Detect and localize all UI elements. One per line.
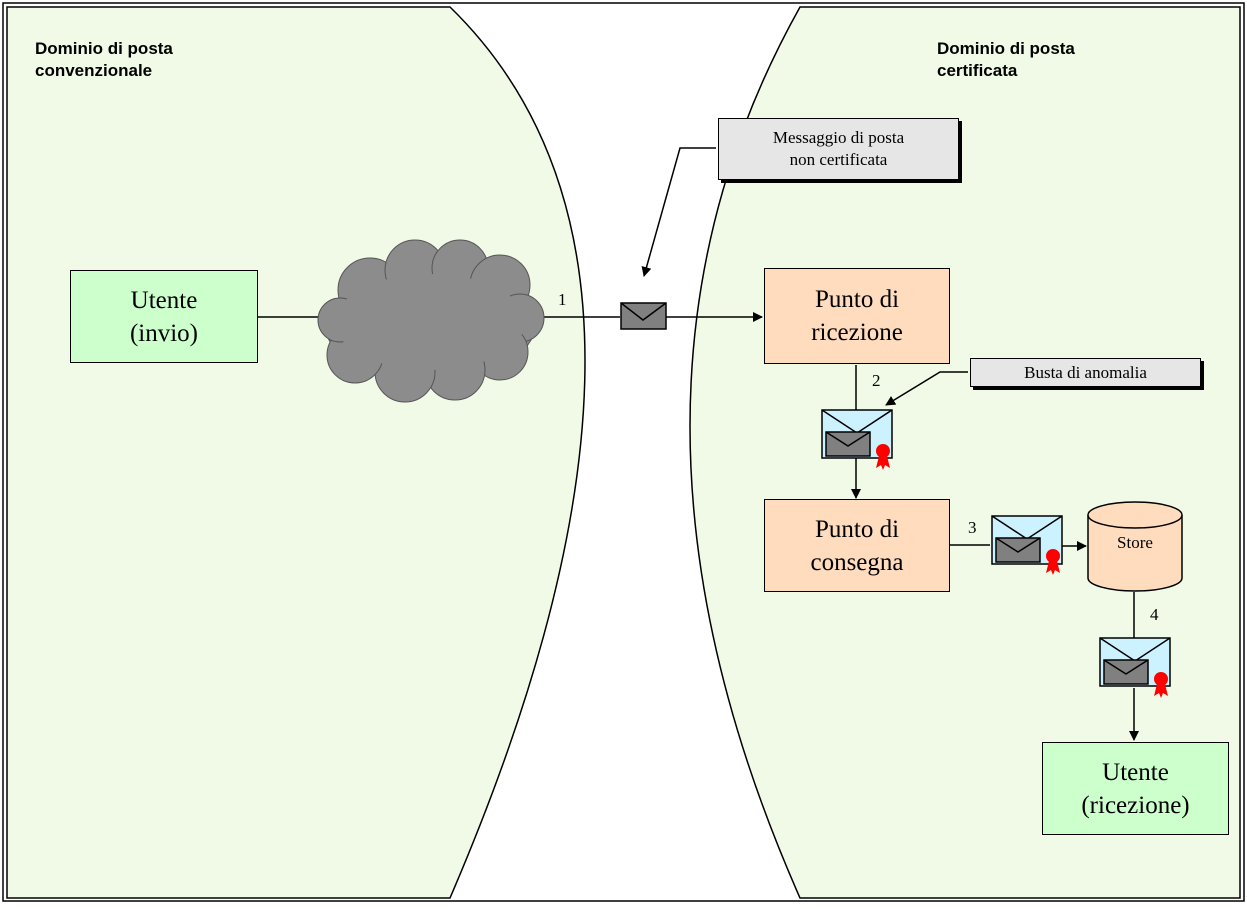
certified-envelope-icon	[821, 409, 893, 470]
utente-ricezione-box: Utente (ricezione)	[1042, 742, 1229, 835]
cloud-icon	[317, 239, 545, 403]
punto-ricezione-box: Punto di ricezione	[764, 268, 950, 364]
store-label: Store	[1117, 533, 1153, 552]
envelope-icon	[620, 302, 667, 330]
conventional-domain-region	[6, 6, 586, 899]
conventional-domain-title: Dominio di posta convenzionale	[35, 39, 173, 80]
step-1-label: 1	[558, 290, 567, 309]
messaggio-pointer	[641, 147, 716, 277]
certified-envelope-icon	[1099, 637, 1171, 698]
utente-invio-box: Utente (invio)	[70, 270, 258, 363]
busta-anomalia-callout: Busta di anomalia	[970, 358, 1201, 387]
messaggio-callout: Messaggio di posta non certificata	[718, 118, 959, 180]
punto-consegna-box: Punto di consegna	[764, 499, 950, 592]
step-4-label: 4	[1150, 605, 1159, 624]
step-2-label: 2	[872, 371, 881, 390]
busta-pointer	[885, 371, 968, 406]
database-icon	[1087, 501, 1183, 592]
certified-domain-title: Dominio di posta certificata	[937, 39, 1075, 80]
step-3-label: 3	[968, 518, 977, 537]
certified-envelope-icon	[991, 515, 1063, 575]
